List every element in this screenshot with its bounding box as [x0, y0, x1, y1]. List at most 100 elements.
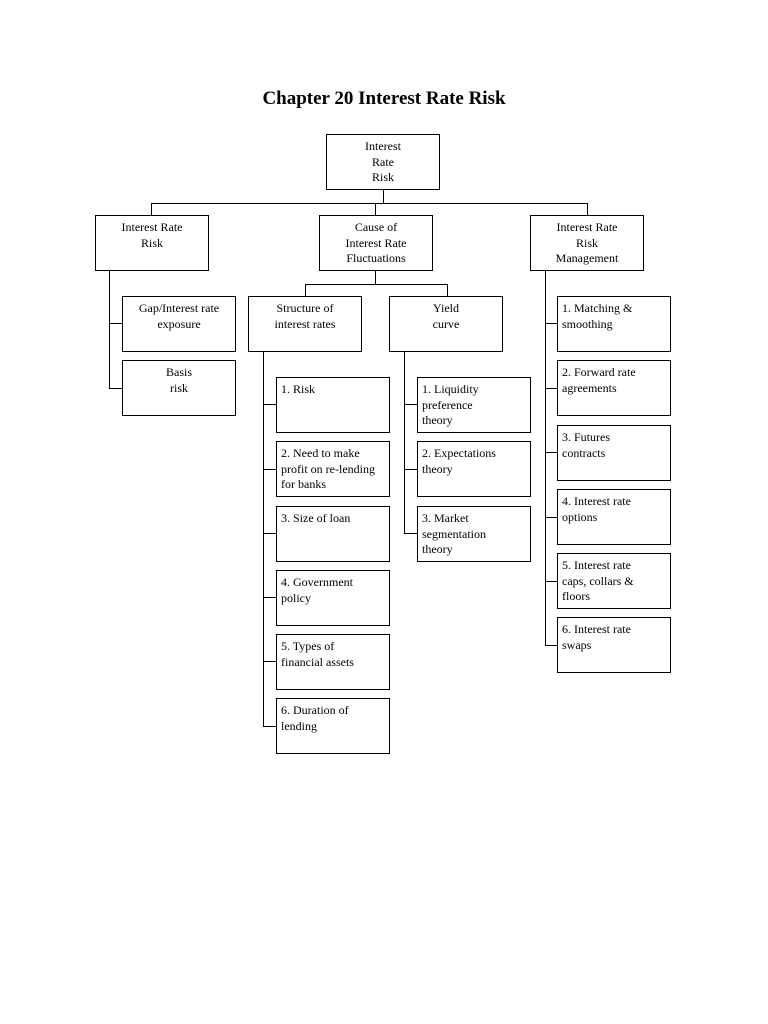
- node-label-line: floors: [562, 589, 590, 603]
- connector: [545, 388, 559, 389]
- node-label-line: profit on re-lending: [281, 461, 375, 476]
- connector: [545, 517, 559, 518]
- node-label-line: 4. Government: [281, 575, 353, 589]
- node-label-line: 1. Liquidity: [422, 382, 479, 396]
- node-label-line: Interest Rate: [345, 235, 407, 250]
- node-label-line: 5. Interest rate: [562, 558, 631, 572]
- node-label-line: financial assets: [281, 654, 354, 669]
- node-label-line: 3. Market: [422, 511, 469, 525]
- connector: [151, 203, 152, 216]
- connector: [263, 404, 277, 405]
- connector: [263, 533, 277, 534]
- connector: [263, 469, 277, 470]
- connector: [545, 270, 546, 645]
- node-label-line: Yield: [433, 301, 459, 315]
- node-label-line: interest rates: [274, 316, 336, 331]
- connector: [151, 203, 587, 204]
- node-label-line: options: [562, 509, 598, 524]
- connector: [545, 581, 559, 582]
- node-label-line: theory: [422, 413, 453, 427]
- connector: [545, 645, 559, 646]
- node-label-line: contracts: [562, 445, 606, 460]
- node-label-line: swaps: [562, 637, 592, 652]
- node-label-line: caps, collars &: [562, 573, 634, 588]
- connector: [383, 189, 384, 203]
- node-label-line: smoothing: [562, 316, 613, 331]
- node-label-line: 6. Interest rate: [562, 622, 631, 636]
- connector: [263, 351, 264, 726]
- node-label-line: Interest: [365, 139, 401, 153]
- connector: [404, 404, 418, 405]
- page-title: Chapter 20 Interest Rate Risk: [262, 88, 506, 109]
- connector: [109, 270, 110, 388]
- node-label-line: theory: [422, 461, 453, 476]
- node-label-line: 6. Duration of: [281, 703, 349, 717]
- node-label-line: 4. Interest rate: [562, 494, 631, 508]
- node-label-line: 2. Need to make: [281, 446, 360, 460]
- node-label-line: 2. Forward rate: [562, 365, 636, 379]
- node-label-line: Structure of: [276, 301, 334, 315]
- connector: [109, 388, 123, 389]
- connector: [263, 597, 277, 598]
- node-label-line: exposure: [157, 316, 201, 331]
- node-label-line: 5. Types of: [281, 639, 335, 653]
- node-label-line: preference: [422, 397, 473, 412]
- node-label-line: lending: [281, 718, 317, 733]
- connector: [404, 533, 418, 534]
- connector: [404, 351, 405, 533]
- node-label-line: for banks: [281, 477, 326, 491]
- node-label-line: segmentation: [422, 526, 486, 541]
- node-label-line: Fluctuations: [346, 251, 406, 265]
- node-label-line: Cause of: [354, 220, 398, 234]
- connector: [109, 323, 123, 324]
- node-structure-item: 1. Risk: [276, 377, 390, 433]
- connector: [263, 726, 277, 727]
- connector: [375, 203, 376, 216]
- node-label-line: Gap/Interest rate: [138, 301, 220, 315]
- node-management-item: 1. Matching &smoothing: [557, 296, 671, 352]
- node-structure-item: 3. Size of loan: [276, 506, 390, 562]
- node-label-line: Interest Rate: [556, 220, 618, 234]
- connector: [447, 284, 448, 297]
- connector: [545, 452, 559, 453]
- node-label-line: risk: [170, 380, 188, 395]
- node-label-line: agreements: [562, 380, 617, 395]
- node-label-line: 3. Futures: [562, 430, 610, 444]
- node-label-line: Basis: [165, 365, 192, 379]
- node-label-line: Management: [555, 251, 619, 265]
- connector: [375, 270, 376, 284]
- node-label-line: 1. Matching &: [562, 301, 633, 315]
- node-label-line: 1. Risk: [281, 382, 316, 396]
- node-label-line: theory: [422, 542, 453, 556]
- connector: [587, 203, 588, 216]
- connector: [305, 284, 306, 297]
- node-label-line: Risk: [140, 235, 163, 250]
- node-label-line: Risk: [371, 170, 394, 184]
- node-label-line: curve: [432, 316, 460, 331]
- connector: [545, 323, 559, 324]
- connector: [263, 661, 277, 662]
- node-label-line: Risk: [575, 235, 598, 250]
- node-label-line: policy: [281, 590, 311, 605]
- connector: [404, 469, 418, 470]
